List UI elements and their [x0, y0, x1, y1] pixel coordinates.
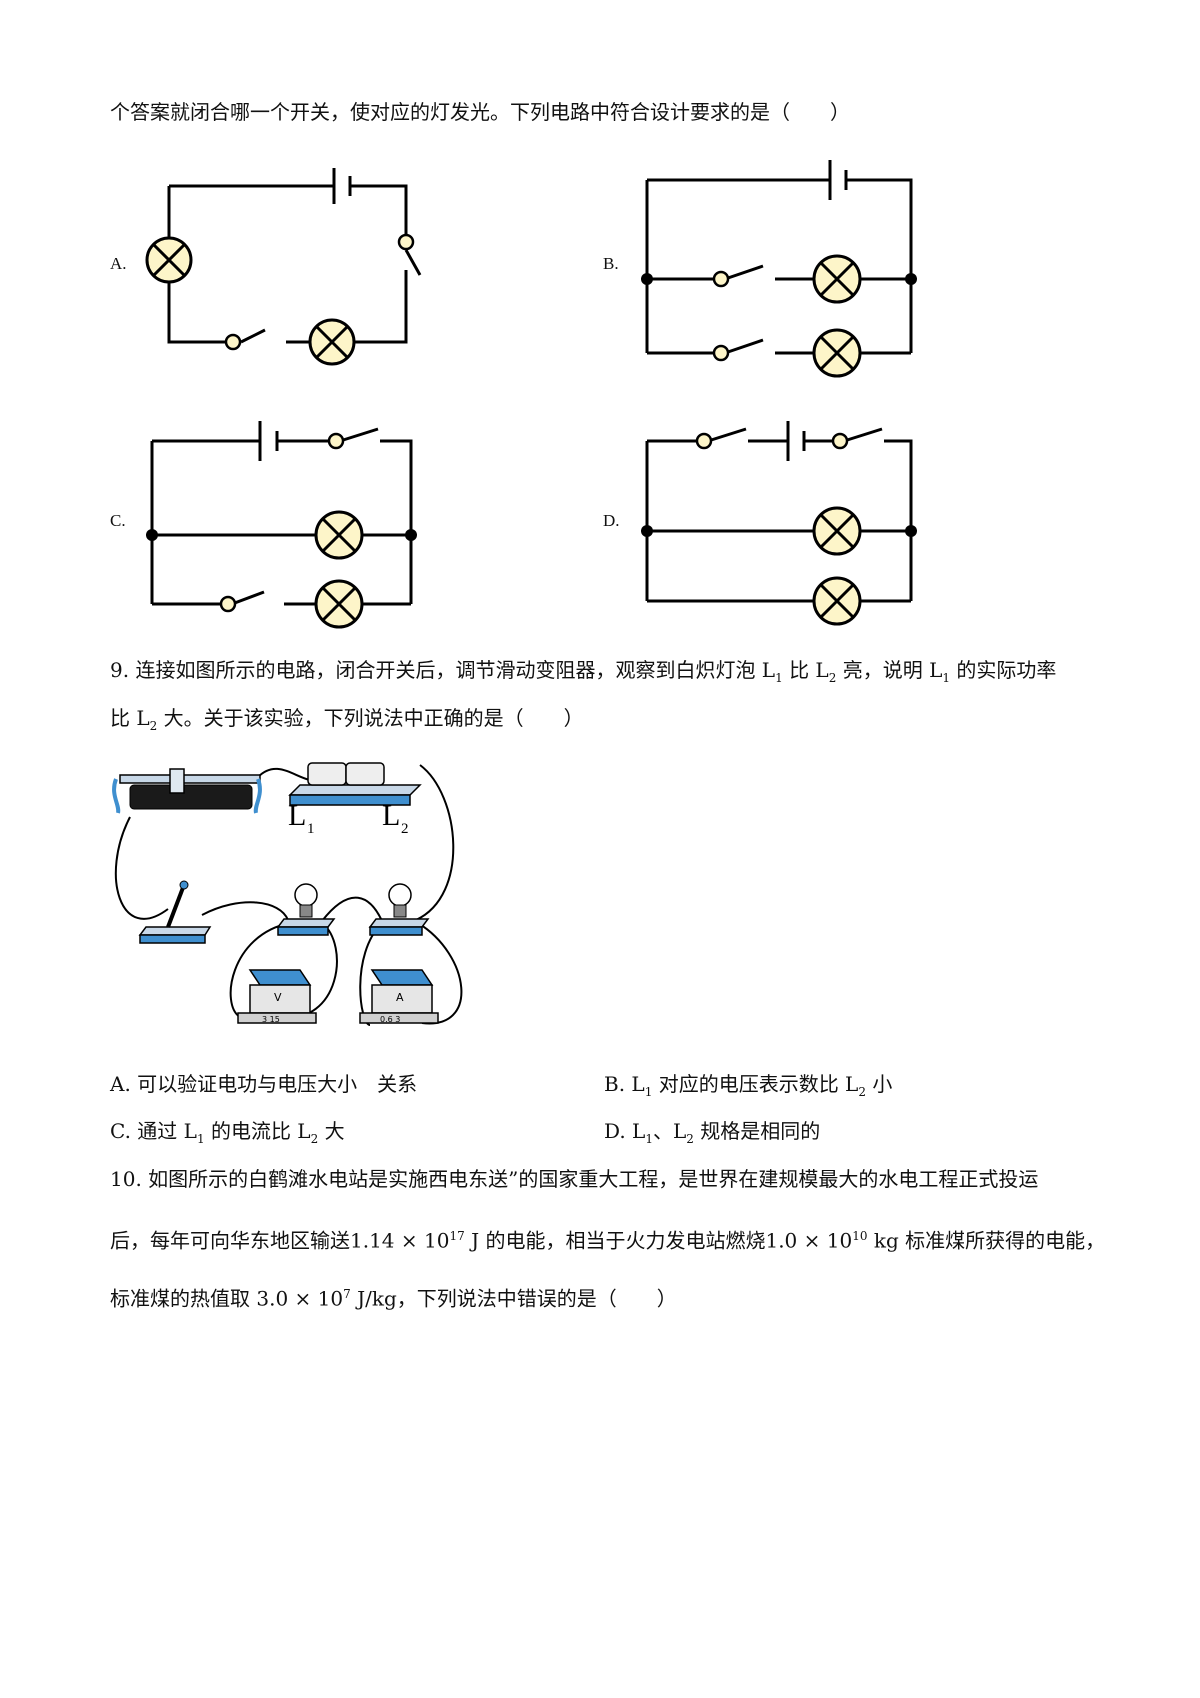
- voltmeter-scale: 3 15: [262, 1015, 280, 1024]
- l1-subscript: 1: [307, 821, 315, 837]
- option-b-label: B.: [603, 254, 619, 273]
- ammeter-scale: 0.6 3: [380, 1015, 400, 1024]
- q10-text-line-1: 10. 如图所示的白鹤滩水电站是实施西电东送”的国家重大工程，是世界在建规模最大…: [110, 1167, 1039, 1191]
- rheostat-icon: [112, 768, 262, 814]
- option-d-label: D.: [603, 511, 620, 530]
- voltmeter-icon: V 3 15: [237, 969, 317, 1024]
- option-a-label: A.: [110, 254, 127, 273]
- l1-label: L: [288, 799, 306, 832]
- ammeter-symbol: A: [396, 991, 404, 1004]
- circuit-a-diagram: [145, 168, 422, 366]
- bulb-icon: [276, 883, 336, 936]
- lamp-icon: [812, 576, 862, 626]
- q10-text-line-2: 后，每年可向华东地区输送1.14 × 1017 J 的电能，相当于火力发电站燃烧…: [110, 1228, 1106, 1253]
- lamp-icon: [145, 236, 193, 284]
- q9-text-line-2: 比 L2 大。关于该实验，下列说法中正确的是（ ）: [110, 706, 584, 733]
- knife-switch-icon: [138, 880, 212, 944]
- q10-text-line-3: 标准煤的热值取 3.0 × 107 J/kg，下列说法中错误的是（ ）: [110, 1286, 677, 1311]
- circuit-d-diagram: [641, 421, 917, 626]
- lamp-icon: [314, 510, 364, 560]
- lamp-icon: [812, 328, 862, 378]
- q9-option-b: B. L1 对应的电压表示数比 L2 小: [604, 1072, 893, 1099]
- experiment-circuit-figure: L 1 L 2 V 3 15 A 0.6 3: [112, 762, 463, 1026]
- q9-text-line-1: 9. 连接如图所示的电路，闭合开关后，调节滑动变阻器，观察到白炽灯泡 L1 比 …: [110, 658, 1057, 685]
- lamp-icon: [812, 254, 862, 304]
- battery-holder-icon: [288, 762, 422, 806]
- lamp-icon: [314, 579, 364, 629]
- bulb-icon: [368, 883, 430, 936]
- q9-option-d: D. L1、L2 规格是相同的: [604, 1119, 821, 1146]
- l2-subscript: 2: [401, 821, 409, 837]
- lamp-icon: [812, 506, 862, 556]
- q8-text-line: 个答案就闭合哪一个开关，使对应的灯发光。下列电路中符合设计要求的是（ ）: [110, 100, 850, 124]
- l2-label: L: [382, 799, 400, 832]
- circuit-c-diagram: [146, 421, 417, 629]
- q9-option-c: C. 通过 L1 的电流比 L2 大: [110, 1119, 345, 1146]
- lamp-icon: [308, 318, 356, 366]
- q9-option-a: A. 可以验证电功与电压大小 关系: [110, 1072, 418, 1096]
- option-c-label: C.: [110, 511, 126, 530]
- circuit-b-diagram: [641, 160, 917, 378]
- ammeter-icon: A 0.6 3: [359, 969, 439, 1024]
- voltmeter-symbol: V: [274, 991, 282, 1004]
